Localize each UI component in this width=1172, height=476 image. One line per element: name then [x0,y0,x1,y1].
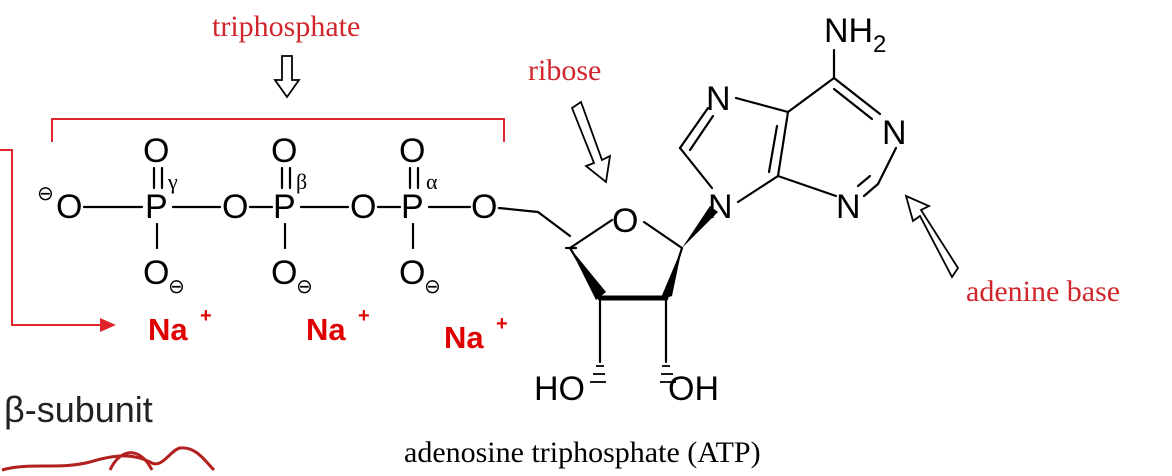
atom-p-alpha: P [401,188,424,226]
atom-n1: N [882,114,907,152]
bond-c2-n3 [862,182,880,198]
bond-n1-c2 [876,146,898,186]
atom-n7: N [706,80,731,118]
atom-o-bridge-2: O [350,188,376,226]
triphosphate-label: triphosphate [212,10,360,43]
counterion-na-3: Na [444,320,484,355]
bond-c5-c4 [776,110,790,178]
counterion-arrow-head [100,318,116,332]
greek-alpha: α [426,169,438,194]
atp-caption: adenosine triphosphate (ATP) [404,436,761,469]
atom-ho-3prime: HO [534,370,585,408]
bond-c5-c6 [786,76,836,114]
atom-o-beta-top: O [271,132,297,170]
greek-gamma: γ [167,169,178,194]
atom-oh-2prime: OH [668,370,719,408]
minus-charge-left: ⊖ [37,183,54,205]
minus-charge-beta: ⊖ [296,276,313,298]
counterion-na-1: Na [148,312,188,347]
triphosphate-bracket [51,118,505,142]
atom-o-beta-bottom: O [271,254,297,292]
bond-o5-c5 [497,206,540,214]
atom-o-gamma-bottom: O [143,254,169,292]
atom-p-beta: P [273,188,296,226]
atom-n9: N [708,188,733,226]
atom-p-gamma: P [145,188,168,226]
adenine-arrow-icon [904,194,960,279]
minus-charge-alpha: ⊖ [424,276,441,298]
adenine-base-label: adenine base [966,275,1120,308]
hash-c3-oh [590,365,606,383]
atom-n3: N [836,188,861,226]
counterion-na-1-charge: + [200,305,212,327]
wedge-c1-n9 [682,206,718,248]
bond-c4-n9 [736,174,780,204]
greek-beta: β [296,169,307,194]
bond-c8-n7-dbl [688,114,715,152]
partial-sketch-drawing [1,446,216,472]
atom-o-gamma-top: O [143,132,169,170]
bond-o-c1 [642,220,684,250]
counterion-na-3-charge: + [496,313,508,335]
ribose-label: ribose [528,54,601,87]
atom-nh2-subscript: 2 [873,31,886,58]
hash-c2-oh [660,365,676,383]
bond-n3-c4 [776,174,838,198]
atom-o-alpha-bottom: O [399,254,425,292]
atom-o-alpha-top: O [399,132,425,170]
bond-c6-n1-dbl [832,87,874,121]
counterion-pointer-line [0,149,100,326]
bond-n9-c8 [678,146,714,190]
bond-o-c4 [568,218,614,250]
bond-n7-c5 [734,96,790,114]
wedge-c1-c2 [660,248,682,300]
bond-c5-c4-dbl [767,124,779,174]
counterion-na-2: Na [306,312,346,347]
bond-c5-c4 [536,210,572,238]
counterion-na-2-charge: + [358,305,370,327]
atom-o-terminal: O [56,188,82,226]
bond-c6-n1 [832,76,882,116]
minus-charge-gamma: ⊖ [168,276,185,298]
bond-c2-n3-dbl [856,174,872,188]
atom-o-bridge-1: O [222,188,248,226]
ribose-arrow-icon [570,100,612,184]
ring-right [664,246,684,300]
bond-c8-n7 [678,106,710,150]
triphosphate-arrow-icon [273,55,301,99]
atom-o-5prime: O [471,188,497,226]
ring-left [568,246,602,300]
atom-o-ribose: O [612,202,638,240]
beta-subunit-label: β-subunit [4,389,153,430]
atom-nh2: NH [824,12,873,50]
